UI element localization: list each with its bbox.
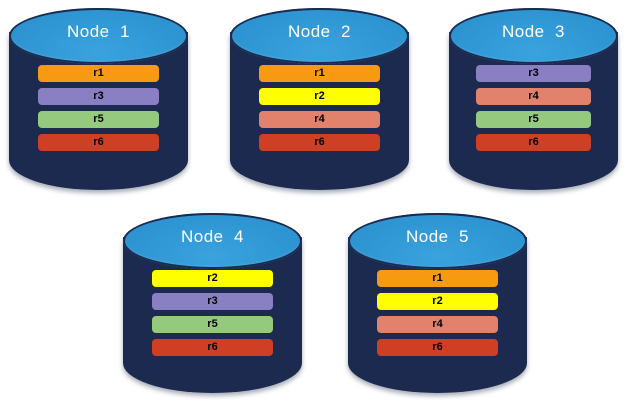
replica-bar-r4[interactable]: r4 — [376, 316, 499, 333]
replica-bar-r3[interactable]: r3 — [151, 293, 274, 310]
replica-list: r1 r2 r4 r6 — [376, 270, 499, 356]
database-node-3[interactable]: Node 3 r3 r4 r5 r6 — [449, 8, 618, 190]
database-node-1[interactable]: Node 1 r1 r3 r5 r6 — [9, 8, 188, 190]
replica-bar-r6[interactable]: r6 — [37, 134, 160, 151]
replica-bar-r5[interactable]: r5 — [476, 111, 591, 128]
replica-bar-r1[interactable]: r1 — [258, 65, 381, 82]
replica-bar-r6[interactable]: r6 — [258, 134, 381, 151]
replica-list: r1 r2 r4 r6 — [258, 65, 381, 151]
node-label: Node 1 — [66, 22, 131, 41]
cylinder-top-ellipse — [230, 8, 409, 64]
replica-bar-r1[interactable]: r1 — [37, 65, 160, 82]
replica-bar-r6[interactable]: r6 — [376, 339, 499, 356]
replica-bar-r1[interactable]: r1 — [376, 270, 499, 287]
replica-bar-r2[interactable]: r2 — [151, 270, 274, 287]
replica-bar-r4[interactable]: r4 — [476, 88, 591, 105]
replica-bar-r3[interactable]: r3 — [476, 65, 591, 82]
cylinder-top-ellipse — [123, 213, 302, 269]
cylinder-top-ellipse — [348, 213, 527, 269]
replica-bar-r2[interactable]: r2 — [376, 293, 499, 310]
replica-bar-r2[interactable]: r2 — [258, 88, 381, 105]
database-node-4[interactable]: Node 4 r2 r3 r5 r6 — [123, 213, 302, 393]
replica-bar-r3[interactable]: r3 — [37, 88, 160, 105]
replica-bar-r5[interactable]: r5 — [151, 316, 274, 333]
replica-list: r3 r4 r5 r6 — [476, 65, 591, 151]
database-node-5[interactable]: Node 5 r1 r2 r4 r6 — [348, 213, 527, 393]
replica-bar-r6[interactable]: r6 — [151, 339, 274, 356]
replica-bar-r5[interactable]: r5 — [37, 111, 160, 128]
node-label: Node 2 — [287, 22, 352, 41]
replica-bar-r6[interactable]: r6 — [476, 134, 591, 151]
database-node-2[interactable]: Node 2 r1 r2 r4 r6 — [230, 8, 409, 190]
node-label: Node 4 — [180, 227, 245, 246]
replica-list: r1 r3 r5 r6 — [37, 65, 160, 151]
replica-bar-r4[interactable]: r4 — [258, 111, 381, 128]
cylinder-top-ellipse — [449, 8, 618, 64]
node-label: Node 5 — [405, 227, 470, 246]
replica-list: r2 r3 r5 r6 — [151, 270, 274, 356]
cylinder-top-ellipse — [9, 8, 188, 64]
node-label: Node 3 — [501, 22, 566, 41]
